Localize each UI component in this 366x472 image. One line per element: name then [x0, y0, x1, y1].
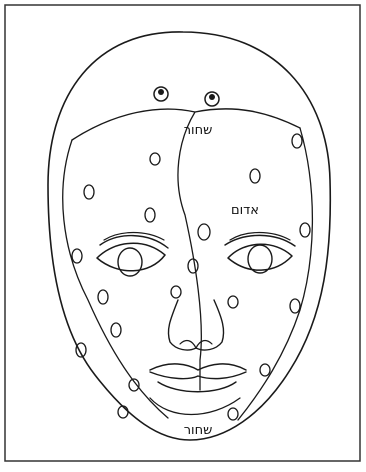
- label-top: שחור: [184, 123, 213, 138]
- spots: [72, 134, 310, 420]
- chin-curve: [150, 398, 240, 415]
- right-lower-curve: [238, 128, 312, 420]
- label-right-cheek: אדום: [231, 203, 259, 218]
- nose: [168, 300, 223, 350]
- mouth: [150, 364, 246, 392]
- left-eye: [97, 233, 168, 277]
- image-frame: [5, 5, 360, 461]
- forehead-marks: [154, 87, 219, 106]
- left-lower-curve: [63, 140, 168, 418]
- right-eye: [225, 233, 295, 274]
- label-chin: שחור: [184, 423, 213, 438]
